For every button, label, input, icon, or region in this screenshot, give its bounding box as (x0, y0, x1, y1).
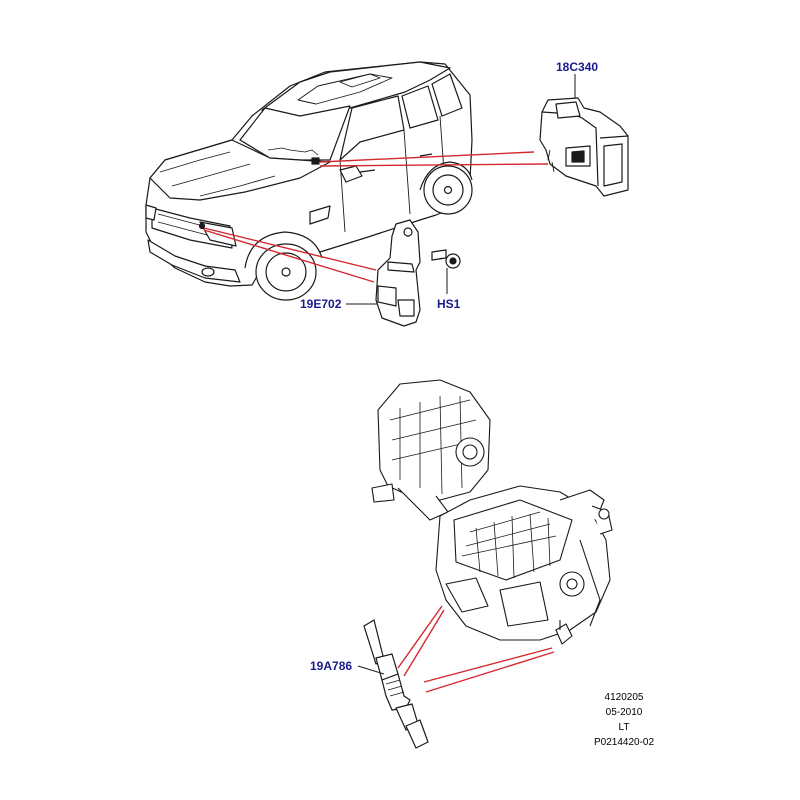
leader-line-19E702-b (203, 229, 375, 283)
reference-code: 4120205 (604, 692, 644, 703)
reference-region: LT (618, 722, 630, 733)
callout-ticks (346, 74, 576, 675)
sensor-18C340-illustration (539, 97, 629, 197)
illustration-id: P0214420-02 (593, 737, 655, 748)
callout-19A786: 19A786 (310, 659, 353, 673)
leader-line-19A786-b (403, 609, 445, 677)
sensor-19E702-illustration (375, 219, 421, 327)
callout-HS1: HS1 (437, 297, 461, 311)
hose-19A786-illustration (363, 619, 429, 749)
leader-line-18C340-b (319, 163, 549, 167)
reference-date: 05-2010 (605, 707, 643, 718)
screw-HS1-illustration (431, 249, 461, 269)
leader-line-19E702-a (203, 227, 377, 271)
vehicle-illustration (145, 61, 473, 301)
callout-tick-19A786 (357, 665, 385, 675)
leader-line-19A786-a (397, 605, 443, 669)
reference-block: 4120205 05-2010 LT P0214420-02 (584, 690, 664, 750)
hvac-unit-illustration (371, 379, 613, 645)
leader-line-19A786-d (425, 651, 555, 693)
callout-18C340: 18C340 (556, 60, 599, 74)
leader-lines (203, 151, 555, 693)
leader-line-19A786-c (423, 647, 553, 683)
callout-19E702: 19E702 (300, 297, 342, 311)
leader-line-18C340-a (319, 151, 535, 163)
